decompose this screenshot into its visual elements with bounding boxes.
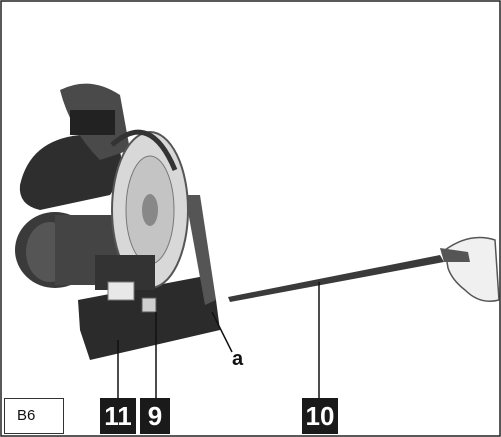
leader-line-a bbox=[211, 311, 233, 353]
callout-11: 11 bbox=[100, 398, 136, 434]
rip-fence-slot bbox=[185, 195, 216, 305]
callout-a: a bbox=[232, 348, 244, 370]
blade-guard bbox=[110, 129, 178, 171]
hand bbox=[444, 236, 500, 302]
figure-label: B6 bbox=[4, 398, 64, 434]
locking-lever bbox=[107, 281, 135, 301]
callout-9: 9 bbox=[140, 398, 170, 434]
callout-10: 10 bbox=[302, 398, 338, 434]
adjustment-knob bbox=[141, 297, 157, 313]
parallel-guide bbox=[228, 255, 444, 302]
